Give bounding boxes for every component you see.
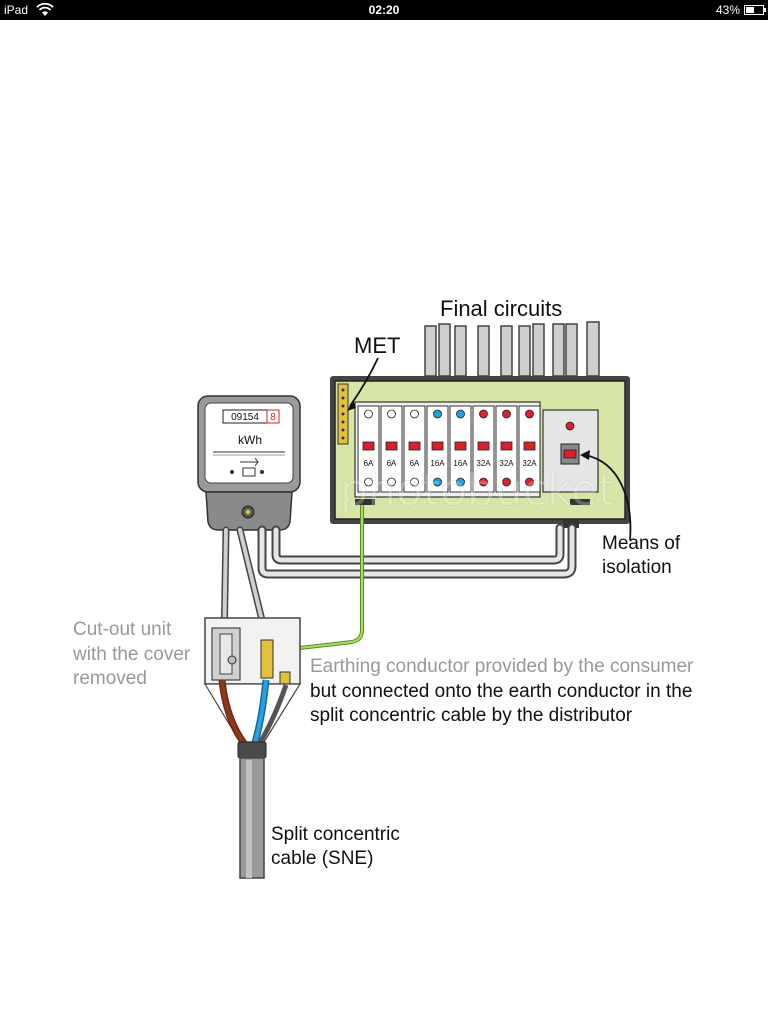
mcb-rating: 32A — [522, 459, 537, 468]
meter-to-board-cables — [257, 523, 577, 579]
status-bar: iPad 02:20 43% — [0, 0, 768, 20]
mcb-1: 6A — [357, 405, 380, 493]
wifi-icon — [36, 3, 54, 16]
device-name: iPad — [4, 3, 29, 17]
cutout-label-line2: with the cover — [73, 644, 191, 665]
mcb-rating: 32A — [499, 459, 514, 468]
breaker-row: 6A 6A 6A 16A 16A 32A 32A 32A — [357, 405, 541, 493]
cable-label-line1: Split concentric — [271, 824, 400, 845]
mcb-rating: 6A — [364, 459, 374, 468]
cutout-label-line1: Cut-out unit — [73, 619, 172, 640]
watermark: photobucket — [340, 465, 615, 516]
meter-reading: 09154 — [231, 412, 259, 423]
consumer-unit: 6A 6A 6A 16A 16A 32A 32A 32A — [330, 376, 630, 528]
mcb-rating: 32A — [476, 459, 491, 468]
mcb-rating: 16A — [453, 459, 468, 468]
means-of-isolation-label-line2: isolation — [602, 557, 672, 578]
mcb-6: 32A — [472, 405, 495, 493]
mcb-2: 6A — [380, 405, 403, 493]
mcb-8: 32A — [518, 405, 541, 493]
clock: 02:20 — [368, 3, 400, 17]
meter-unit: kWh — [238, 433, 262, 447]
final-circuit-cables — [424, 321, 600, 377]
earthing-label-line1: Earthing conductor provided by the consu… — [310, 656, 694, 677]
earthing-label-line3: split concentric cable by the distributo… — [310, 705, 633, 726]
battery-percent: 43% — [715, 3, 740, 17]
battery-icon — [744, 5, 766, 15]
electricity-meter — [197, 395, 301, 531]
met-label: MET — [354, 333, 401, 358]
means-of-isolation-label-line1: Means of — [602, 533, 681, 554]
mcb-3: 6A — [403, 405, 426, 493]
mcb-5: 16A — [449, 405, 472, 493]
meter-last-digit: 8 — [270, 412, 276, 423]
mcb-rating: 6A — [410, 459, 420, 468]
isolation-pointer — [584, 454, 632, 541]
final-circuits-label: Final circuits — [440, 296, 563, 321]
cut-out-unit — [204, 617, 301, 687]
mcb-4: 16A — [426, 405, 449, 493]
cutout-label-line3: removed — [73, 668, 147, 689]
earthing-label-line2: but connected onto the earth conductor i… — [310, 681, 693, 702]
mcb-rating: 16A — [430, 459, 445, 468]
split-concentric-cable — [203, 679, 302, 879]
mcb-rating: 6A — [387, 459, 397, 468]
mcb-7: 32A — [495, 405, 518, 493]
cable-label-line2: cable (SNE) — [271, 848, 374, 869]
